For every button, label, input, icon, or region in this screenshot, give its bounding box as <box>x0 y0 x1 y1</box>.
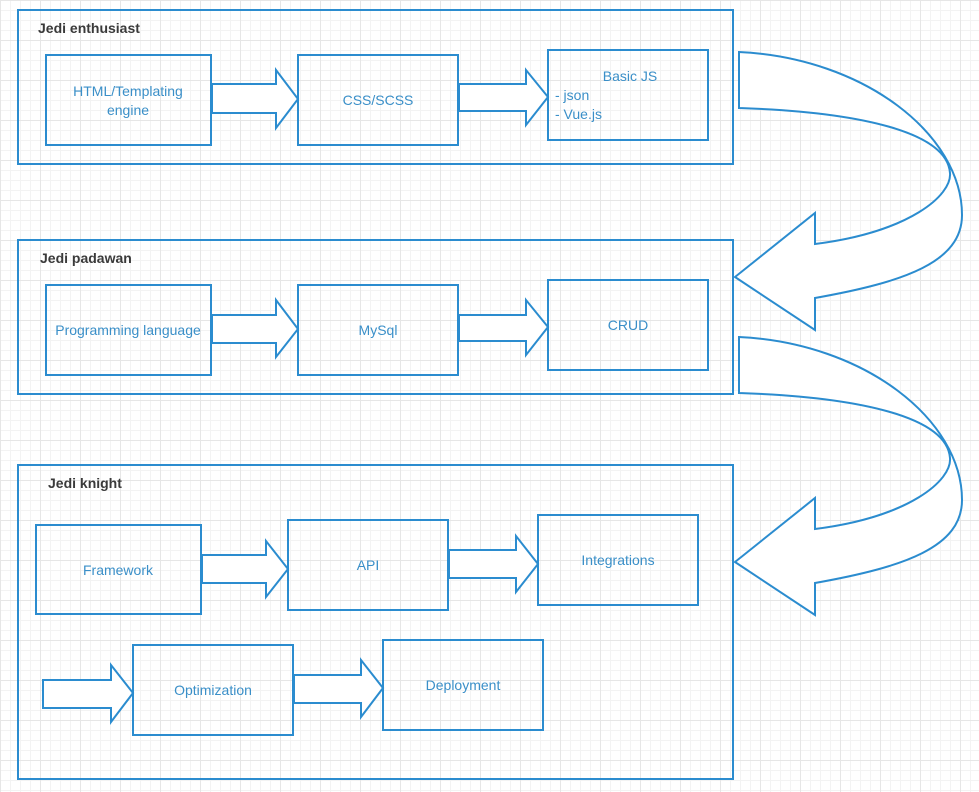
node-label-line: - Vue.js <box>555 106 602 122</box>
flow-arrow <box>293 657 385 720</box>
curved-arrow-enthusiast-to-padawan <box>733 50 964 332</box>
node-programming-language: Programming language <box>45 284 212 376</box>
node-integrations: Integrations <box>537 514 699 606</box>
curved-arrow-padawan-to-knight <box>733 335 964 617</box>
node-label-line: MySql <box>359 322 398 338</box>
flow-arrow <box>42 662 135 725</box>
flow-arrow <box>201 538 290 600</box>
node-label-line: Framework <box>83 562 154 578</box>
node-api: API <box>287 519 449 611</box>
frame-jedi-enthusiast: Jedi enthusiast HTML/Templating engine C… <box>17 9 734 165</box>
frame-border <box>17 239 734 395</box>
node-framework: Framework <box>35 524 202 615</box>
frame-title: Jedi enthusiast <box>38 20 140 36</box>
flow-arrow <box>458 297 550 358</box>
node-label-line: engine <box>107 102 149 118</box>
node-label-line: Basic JS <box>603 68 657 84</box>
flow-arrow <box>211 297 300 360</box>
node-css-scss: CSS/SCSS <box>297 54 459 146</box>
frame-title: Jedi knight <box>48 475 122 491</box>
node-label-line: HTML/Templating <box>73 83 183 99</box>
frame-border <box>17 464 734 780</box>
flow-arrow <box>211 67 300 131</box>
node-optimization: Optimization <box>132 644 294 736</box>
node-label-line: Integrations <box>581 552 654 568</box>
node-label-line: Deployment <box>426 677 501 693</box>
node-label-line: API <box>357 557 380 573</box>
node-html-templating: HTML/Templating engine <box>45 54 212 146</box>
node-label-line: Programming language <box>55 322 201 338</box>
frame-jedi-knight: Jedi knight Framework API Integrations O… <box>17 464 734 780</box>
frame-title: Jedi padawan <box>40 250 132 266</box>
node-label-line: Optimization <box>174 682 252 698</box>
frame-border <box>17 9 734 165</box>
node-label-line: CRUD <box>608 317 648 333</box>
node-basic-js: Basic JS - json - Vue.js <box>547 49 709 141</box>
node-label-line: CSS/SCSS <box>343 92 414 108</box>
node-mysql: MySql <box>297 284 459 376</box>
node-deployment: Deployment <box>382 639 544 731</box>
frame-jedi-padawan: Jedi padawan Programming language MySql … <box>17 239 734 395</box>
node-crud: CRUD <box>547 279 709 371</box>
node-label-line: - json <box>555 87 589 103</box>
flow-arrow <box>458 67 550 128</box>
flow-arrow <box>448 533 540 595</box>
